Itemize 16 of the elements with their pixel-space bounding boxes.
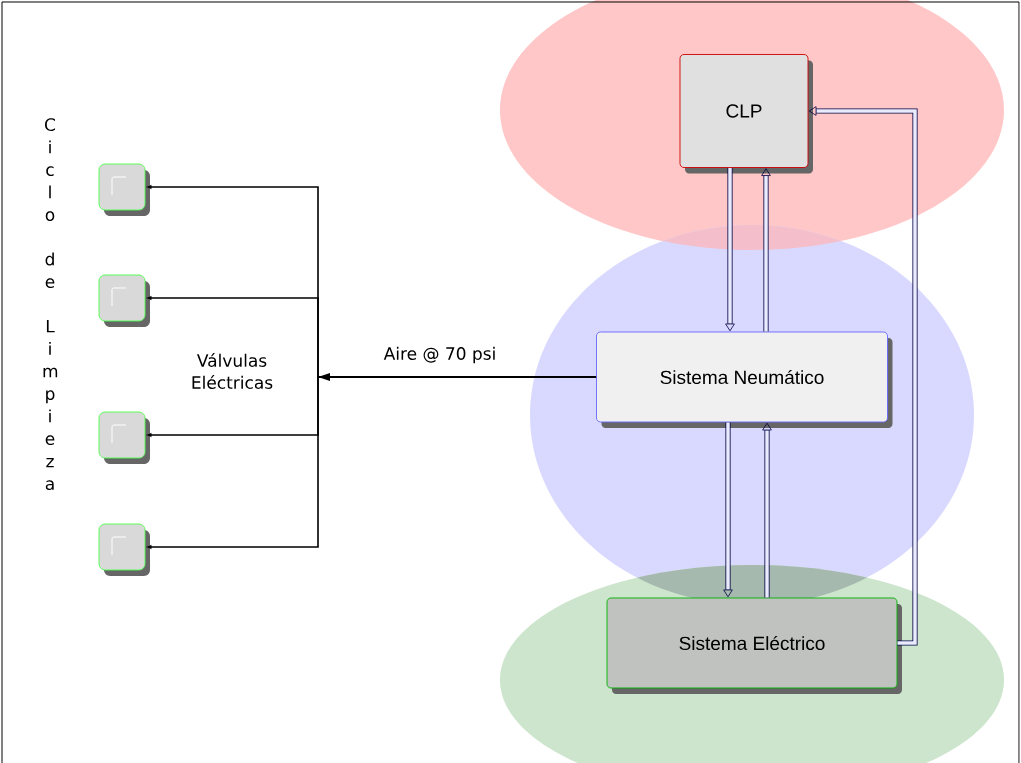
arrow [725, 167, 735, 332]
valves-label: Válvulas Eléctricas [192, 353, 273, 389]
arrow [762, 422, 772, 598]
arrow [147, 376, 597, 549]
vertical-label: Ciclo de Limpieza [43, 118, 58, 491]
arrow [761, 168, 771, 332]
valve-box [98, 523, 150, 576]
valve-box [98, 163, 150, 216]
process-box: Sistema Neumático [596, 331, 893, 428]
valve-box [98, 274, 150, 327]
arrow [723, 422, 733, 598]
process-box: Sistema Eléctrico [606, 597, 902, 694]
edge-label: Aire @ 70 psi [383, 346, 495, 364]
valve-box [98, 411, 150, 464]
plc-box: CLP [679, 54, 813, 174]
arrow [808, 106, 918, 646]
